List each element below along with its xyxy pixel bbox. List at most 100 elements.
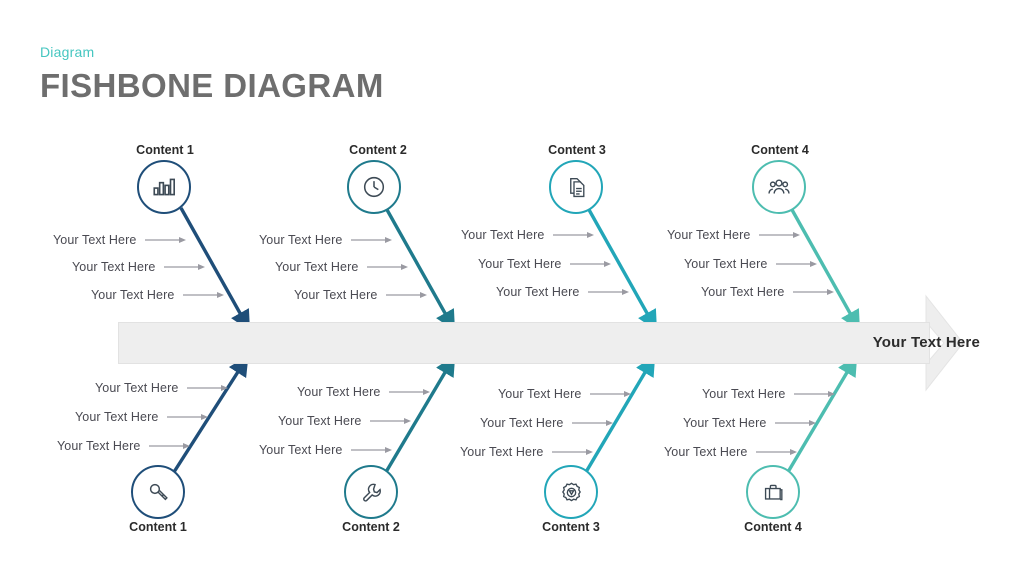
text-row-label: Your Text Here [91, 288, 175, 302]
node-label-top-1: Content 1 [136, 143, 194, 157]
text-row-top-4-2: Your Text Here [701, 283, 835, 301]
people-group-icon [766, 174, 792, 200]
text-row-label: Your Text Here [294, 288, 378, 302]
row-arrow-icon [386, 286, 428, 304]
text-row-label: Your Text Here [75, 410, 159, 424]
node-label-bottom-4: Content 4 [744, 520, 802, 534]
row-arrow-icon [756, 443, 798, 461]
text-row-label: Your Text Here [95, 381, 179, 395]
text-row-label: Your Text Here [460, 445, 544, 459]
row-arrow-icon [552, 443, 594, 461]
row-arrow-icon [553, 226, 595, 244]
gear-icon [559, 480, 584, 505]
row-arrow-icon [794, 385, 836, 403]
text-row-bottom-1-2: Your Text Here [57, 437, 191, 455]
node-label-bottom-3: Content 3 [542, 520, 600, 534]
text-row-bottom-4-1: Your Text Here [683, 414, 817, 432]
text-row-bottom-2-1: Your Text Here [278, 412, 412, 430]
row-arrow-icon [370, 412, 412, 430]
text-row-label: Your Text Here [664, 445, 748, 459]
node-bottom-4[interactable] [746, 465, 800, 519]
node-bottom-2[interactable] [344, 465, 398, 519]
briefcase-icon [761, 480, 786, 505]
node-label-top-4: Content 4 [751, 143, 809, 157]
bar-chart-icon [151, 174, 177, 200]
text-row-bottom-3-1: Your Text Here [480, 414, 614, 432]
row-arrow-icon [183, 286, 225, 304]
wrench-icon [359, 480, 384, 505]
text-row-bottom-1-0: Your Text Here [95, 379, 229, 397]
text-row-top-2-1: Your Text Here [275, 258, 409, 276]
page-title: FISHBONE DIAGRAM [40, 66, 384, 104]
row-arrow-icon [351, 441, 393, 459]
text-row-label: Your Text Here [297, 385, 381, 399]
text-row-label: Your Text Here [259, 443, 343, 457]
text-row-label: Your Text Here [701, 285, 785, 299]
text-row-label: Your Text Here [498, 387, 582, 401]
row-arrow-icon [167, 408, 209, 426]
node-top-3[interactable] [549, 160, 603, 214]
text-row-bottom-2-0: Your Text Here [297, 383, 431, 401]
text-row-top-1-0: Your Text Here [53, 231, 187, 249]
text-row-label: Your Text Here [72, 260, 156, 274]
text-row-bottom-4-2: Your Text Here [664, 443, 798, 461]
microphone-icon [146, 480, 171, 505]
text-row-label: Your Text Here [478, 257, 562, 271]
node-label-top-2: Content 2 [349, 143, 407, 157]
text-row-top-4-0: Your Text Here [667, 226, 801, 244]
row-arrow-icon [389, 383, 431, 401]
node-label-bottom-1: Content 1 [129, 520, 187, 534]
text-row-label: Your Text Here [461, 228, 545, 242]
row-arrow-icon [588, 283, 630, 301]
row-arrow-icon [149, 437, 191, 455]
text-row-bottom-1-1: Your Text Here [75, 408, 209, 426]
spine-bar [118, 322, 930, 364]
node-label-bottom-2: Content 2 [342, 520, 400, 534]
text-row-top-3-0: Your Text Here [461, 226, 595, 244]
text-row-label: Your Text Here [683, 416, 767, 430]
text-row-label: Your Text Here [53, 233, 137, 247]
row-arrow-icon [759, 226, 801, 244]
text-row-label: Your Text Here [702, 387, 786, 401]
spine-label: Your Text Here [872, 334, 980, 351]
text-row-top-3-2: Your Text Here [496, 283, 630, 301]
node-top-1[interactable] [137, 160, 191, 214]
row-arrow-icon [572, 414, 614, 432]
page-kicker: Diagram [40, 44, 95, 60]
node-bottom-1[interactable] [131, 465, 185, 519]
text-row-bottom-3-0: Your Text Here [498, 385, 632, 403]
text-row-bottom-3-2: Your Text Here [460, 443, 594, 461]
text-row-top-4-1: Your Text Here [684, 255, 818, 273]
row-arrow-icon [351, 231, 393, 249]
row-arrow-icon [164, 258, 206, 276]
page-header: Diagram FISHBONE DIAGRAM [40, 44, 384, 105]
node-label-top-3: Content 3 [548, 143, 606, 157]
text-row-label: Your Text Here [57, 439, 141, 453]
row-arrow-icon [570, 255, 612, 273]
clock-icon [361, 174, 387, 200]
node-bottom-3[interactable] [544, 465, 598, 519]
text-row-bottom-2-2: Your Text Here [259, 441, 393, 459]
row-arrow-icon [775, 414, 817, 432]
node-top-4[interactable] [752, 160, 806, 214]
text-row-label: Your Text Here [667, 228, 751, 242]
documents-icon [564, 175, 589, 200]
text-row-top-2-0: Your Text Here [259, 231, 393, 249]
text-row-top-3-1: Your Text Here [478, 255, 612, 273]
node-top-2[interactable] [347, 160, 401, 214]
text-row-label: Your Text Here [496, 285, 580, 299]
row-arrow-icon [145, 231, 187, 249]
text-row-top-1-1: Your Text Here [72, 258, 206, 276]
text-row-label: Your Text Here [480, 416, 564, 430]
row-arrow-icon [367, 258, 409, 276]
text-row-top-2-2: Your Text Here [294, 286, 428, 304]
row-arrow-icon [776, 255, 818, 273]
row-arrow-icon [793, 283, 835, 301]
text-row-label: Your Text Here [278, 414, 362, 428]
text-row-label: Your Text Here [684, 257, 768, 271]
text-row-bottom-4-0: Your Text Here [702, 385, 836, 403]
text-row-label: Your Text Here [275, 260, 359, 274]
row-arrow-icon [590, 385, 632, 403]
text-row-label: Your Text Here [259, 233, 343, 247]
